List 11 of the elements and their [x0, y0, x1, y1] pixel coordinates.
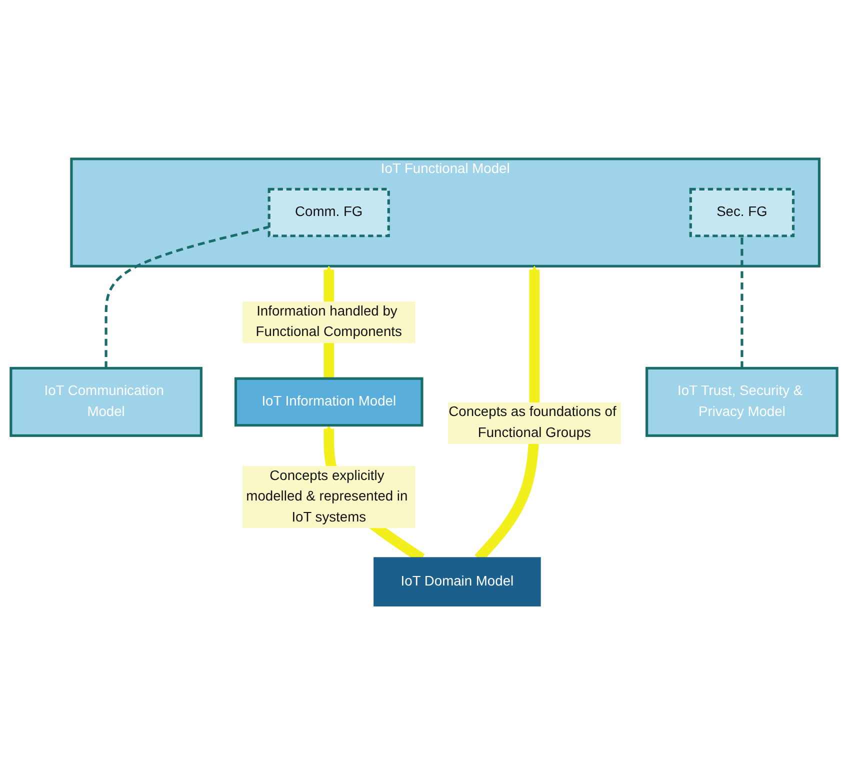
- node-box: IoT Domain Model: [374, 557, 541, 606]
- node-box: IoT Information Model: [234, 377, 424, 427]
- node-box: Sec. FG: [689, 188, 795, 238]
- edge-label: Concepts explicitly modelled & represented in IoT systems: [246, 468, 408, 525]
- connector: [740, 236, 744, 368]
- node-box: Comm. FG: [268, 188, 390, 238]
- connector: [104, 226, 270, 368]
- edge-label: Information handled by Functional Components: [256, 304, 402, 340]
- node-box: IoT Trust, Security & Privacy Model: [646, 366, 838, 437]
- edge-label: Concepts as foundations of Functional Groups: [448, 404, 616, 440]
- node-box: IoT Communication Model: [10, 366, 202, 437]
